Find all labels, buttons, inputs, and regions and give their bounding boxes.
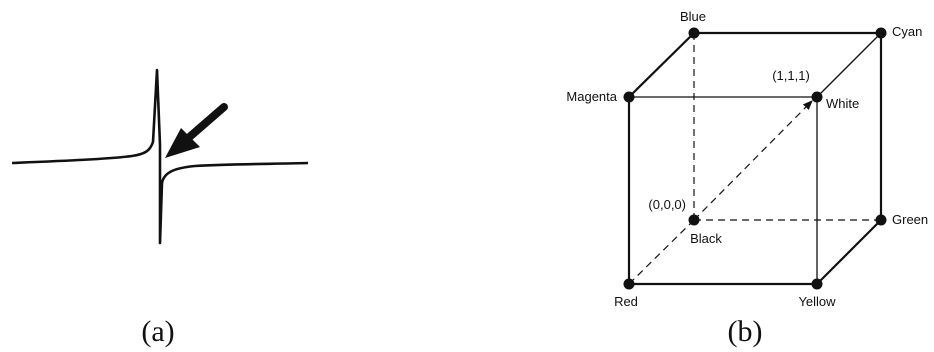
label-white: White (826, 96, 859, 111)
vertex-black (688, 214, 700, 226)
vertex-yellow (811, 278, 823, 290)
vertex-magenta (623, 91, 635, 103)
label-magenta: Magenta (566, 89, 617, 104)
panel-b-caption: (b) (728, 315, 763, 348)
label-white-coord: (1,1,1) (772, 68, 810, 83)
panel-a: (a) (11, 68, 309, 348)
vertex-green (875, 214, 887, 226)
label-black-coord: (0,0,0) (648, 197, 686, 212)
vertex-cyan (875, 27, 887, 39)
label-blue: Blue (680, 9, 706, 24)
label-red: Red (614, 294, 638, 309)
edge-yellow-green (816, 219, 882, 285)
label-cyan: Cyan (892, 24, 922, 39)
label-green: Green (892, 212, 928, 227)
label-yellow: Yellow (798, 294, 836, 309)
signal-trace (11, 68, 309, 245)
arrow-indicator (165, 103, 228, 158)
vertex-red (623, 278, 635, 290)
edge-blue-magenta (628, 32, 695, 98)
panel-b-color-cube: Blue Cyan Magenta (1,1,1) White (0,0,0) … (566, 9, 928, 348)
vertex-blue (688, 27, 700, 39)
edge-black-red (628, 219, 695, 285)
label-black: Black (690, 231, 722, 246)
edge-white-cyan (816, 32, 882, 98)
vertex-white (811, 91, 823, 103)
panel-a-caption: (a) (141, 315, 174, 348)
diagonal-black-white (693, 100, 813, 221)
